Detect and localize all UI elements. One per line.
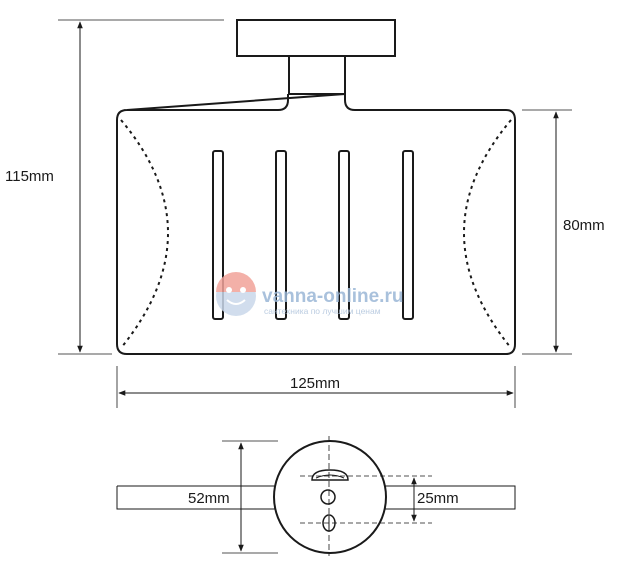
watermark-brand: vanna-online.ru [262,286,403,307]
front-view [116,19,516,355]
center-hole [320,489,336,505]
dish-body [116,92,516,355]
flange-view [116,436,516,556]
dimension-dish-height: 80mm [522,109,605,355]
watermark-logo-top [216,272,256,292]
watermark-tagline: сантехника по лучшим ценам [264,306,381,316]
drain-slot [402,150,414,320]
dimension-label-total-height: 115mm [5,168,54,185]
right-dotted-curve [463,119,512,349]
dimension-label-dish-width: 125mm [290,375,340,392]
left-dotted-curve [120,119,169,349]
wall-mount-plate [236,19,396,57]
dimension-label-flange-diameter: 52mm [188,490,230,507]
dimension-total-height: 115mm [5,19,224,355]
dimension-flange-diameter: 52mm [188,440,278,554]
flange-circle [273,440,387,554]
mount-neck [288,56,346,95]
dimension-label-hole-spacing: 25mm [417,490,459,507]
dimension-dish-width: 125mm [116,366,516,408]
drain-slot [275,150,287,320]
dimension-hole-spacing: 25mm [411,477,459,522]
watermark: vanna-online.ru сантехника по лучшим цен… [216,272,403,316]
dimension-label-dish-height: 80mm [563,217,605,234]
drain-slot [338,150,350,320]
keyhole-slot [311,469,349,481]
drain-slot [212,150,224,320]
